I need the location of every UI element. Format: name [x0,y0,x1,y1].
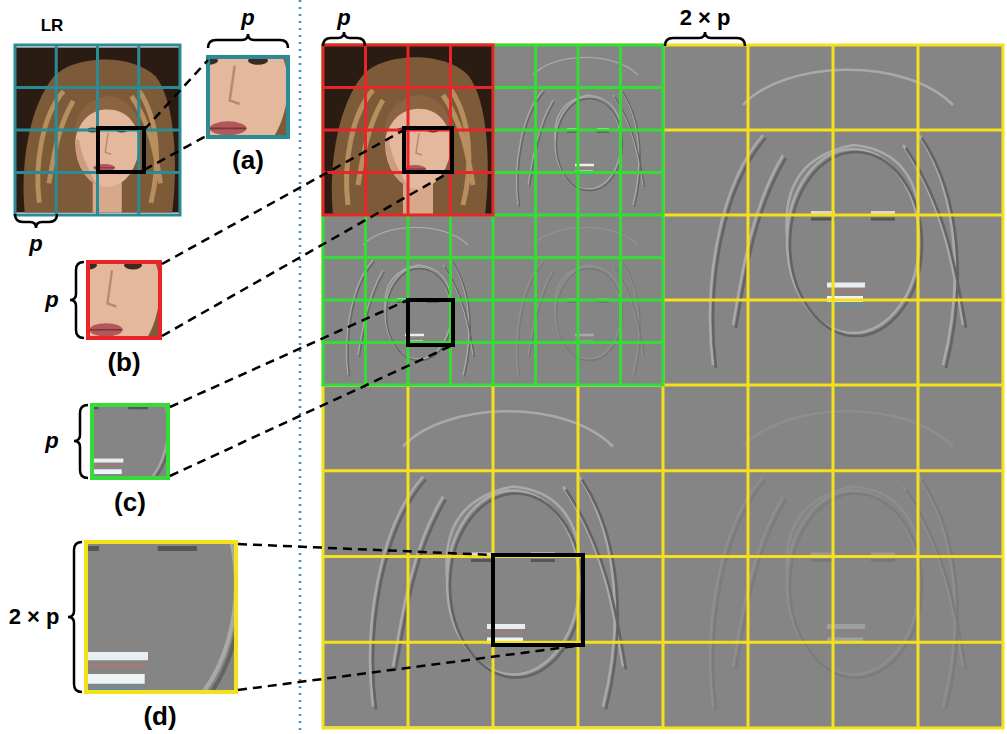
image-label: LR [41,17,64,36]
lr-image [15,45,180,215]
yellow-subbands [323,45,1003,728]
panel-letter: (c) [114,488,146,517]
patch-d [0,265,373,734]
patch-c [0,270,237,540]
size-label: p [241,6,254,30]
size-label: p [45,288,58,312]
size-braces [15,32,745,692]
patch-b [0,125,223,406]
patch-a [75,0,358,208]
size-label: p [29,232,42,256]
size-label: p [337,6,350,30]
panel-letter: (a) [232,146,264,175]
size-label: p [45,429,58,453]
panel-letter: (b) [107,348,140,377]
red-subband [323,45,493,215]
selection-boxes [404,128,583,645]
zoom-leader-lines [144,60,583,690]
panel-letter: (d) [143,702,176,731]
size-label: 2 × p [9,605,60,629]
separator-line [299,0,302,734]
size-label: 2 × p [680,6,731,30]
